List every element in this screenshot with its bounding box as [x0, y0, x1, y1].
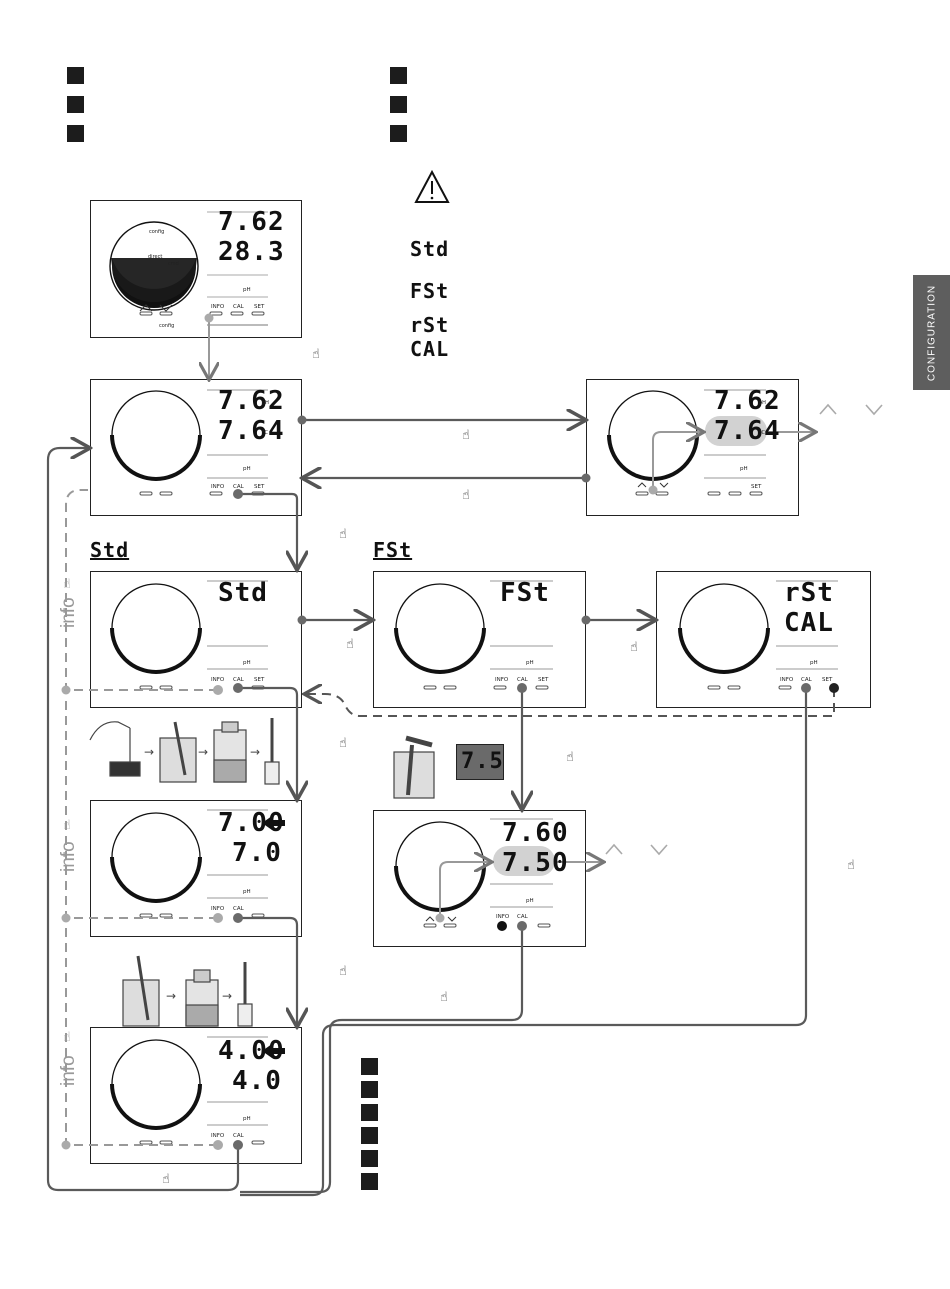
panel-e-units: pH — [526, 660, 534, 666]
panel-b-value1: 7.62 — [218, 386, 285, 416]
panel-h-units: pH — [526, 898, 534, 904]
panel-i-units: pH — [243, 1116, 251, 1122]
svg-text:→: → — [222, 989, 232, 1003]
configuration-tab[interactable]: CONFIGURATION — [913, 275, 950, 390]
side-info-label-3: info — [58, 1055, 79, 1086]
panel-a-circle-mid: direct — [148, 254, 163, 260]
panel-d-cal-button[interactable]: CAL — [233, 677, 244, 683]
panel-c-unit2: °C — [759, 430, 765, 436]
panel-b-set-button[interactable]: SET — [254, 484, 265, 490]
legend-std: Std — [410, 237, 450, 261]
legend-rst: rSt — [410, 313, 450, 337]
panel-i-cal-button[interactable]: CAL — [233, 1133, 244, 1139]
panel-measure-adjust — [586, 379, 799, 516]
panel-f-cal-button[interactable]: CAL — [801, 677, 812, 683]
press-hand-icon: ☝ — [566, 750, 574, 765]
press-hand-icon: ☝ — [63, 577, 71, 592]
panel-fst-adjust — [373, 810, 586, 947]
panel-c-set-button[interactable]: SET — [751, 484, 762, 490]
panel-b-value2: 7.64 — [218, 416, 285, 446]
panel-g-cal-button[interactable]: CAL — [233, 906, 244, 912]
panel-i-info-button[interactable]: INFO — [211, 1133, 225, 1139]
press-hand-icon: ☝ — [162, 1172, 170, 1187]
panel-std — [90, 571, 302, 708]
panel-f-units: pH — [810, 660, 818, 666]
svg-text:→: → — [250, 745, 260, 759]
panel-a-units: pH — [243, 287, 251, 293]
panel-h-value1: 7.60 — [502, 818, 569, 848]
probe-display: 7.5 — [456, 744, 504, 780]
press-hand-icon: ☝ — [339, 964, 347, 979]
panel-g-value1: 7.00 — [218, 808, 285, 838]
panel-a-circle-top: config — [149, 229, 165, 235]
panel-a-set-button[interactable]: SET — [254, 304, 265, 310]
panel-b-unit2: °C — [262, 430, 268, 436]
panel-a-circle-right: cmd — [168, 261, 179, 267]
press-hand-icon: ☝ — [63, 818, 71, 833]
panel-d-set-button[interactable]: SET — [254, 677, 265, 683]
panel-c-value2: 7.64 — [714, 416, 781, 446]
panel-e-info-button[interactable]: INFO — [495, 677, 509, 683]
panel-i-value2: 4.0 — [232, 1066, 282, 1096]
panel-fst — [373, 571, 586, 708]
panel-g-value2: 7.0 — [232, 838, 282, 868]
panel-b-info-button[interactable]: INFO — [211, 484, 225, 490]
press-hand-icon: ☝ — [63, 1030, 71, 1045]
panel-c-units: pH — [740, 466, 748, 472]
legend-cal: CAL — [410, 337, 450, 361]
panel-g-info-button[interactable]: INFO — [211, 906, 225, 912]
panel-a-info-button[interactable]: INFO — [211, 304, 225, 310]
panel-d-value: Std — [218, 578, 268, 608]
panel-e-cal-button[interactable]: CAL — [517, 677, 528, 683]
press-hand-icon: ☝ — [462, 488, 470, 503]
panel-a-value2: 28.3 — [218, 237, 285, 267]
panel-h-value2: 7.50 — [502, 848, 569, 878]
panel-b-units: pH — [243, 466, 251, 472]
panel-b-cal-button[interactable]: CAL — [233, 484, 244, 490]
svg-text:→: → — [166, 989, 176, 1003]
press-hand-icon: ☝ — [339, 736, 347, 751]
press-hand-icon: ☝ — [462, 428, 470, 443]
heading-fst: FSt — [373, 538, 413, 562]
press-hand-icon: ☝ — [630, 640, 638, 655]
press-hand-icon: ☝ — [847, 858, 855, 873]
panel-a-value1: 7.62 — [218, 207, 285, 237]
panel-c-unit1: pH — [759, 400, 766, 406]
panel-b-unit1: pH — [262, 400, 269, 406]
panel-e-set-button[interactable]: SET — [538, 677, 549, 683]
panel-f-info-button[interactable]: INFO — [780, 677, 794, 683]
panel-h-info-button[interactable]: INFO — [496, 914, 510, 920]
heading-std: Std — [90, 538, 130, 562]
panel-g-units: pH — [243, 889, 251, 895]
panel-f-set-button[interactable]: SET — [822, 677, 833, 683]
press-hand-icon: ☝ — [440, 990, 448, 1005]
side-info-label-1: info — [58, 597, 79, 628]
panel-a-cal-button[interactable]: CAL — [233, 304, 244, 310]
panel-a-bottom-label: config — [159, 323, 175, 329]
svg-text:→: → — [144, 745, 154, 759]
panel-i-value1: 4.00 — [218, 1036, 285, 1066]
press-hand-icon: ☝ — [346, 637, 354, 652]
panel-h-cal-button[interactable]: CAL — [517, 914, 528, 920]
panel-e-value: FSt — [500, 578, 550, 608]
panel-f-value1: rSt — [784, 578, 834, 608]
panel-f-value2: CAL — [784, 608, 834, 638]
side-info-label-2: info — [58, 841, 79, 872]
panel-d-units: pH — [243, 660, 251, 666]
panel-d-info-button[interactable]: INFO — [211, 677, 225, 683]
press-hand-icon: ☝ — [312, 347, 320, 362]
press-hand-icon: ☝ — [339, 527, 347, 542]
legend-fst: FSt — [410, 279, 450, 303]
svg-text:→: → — [198, 745, 208, 759]
panel-c-value1: 7.62 — [714, 386, 781, 416]
